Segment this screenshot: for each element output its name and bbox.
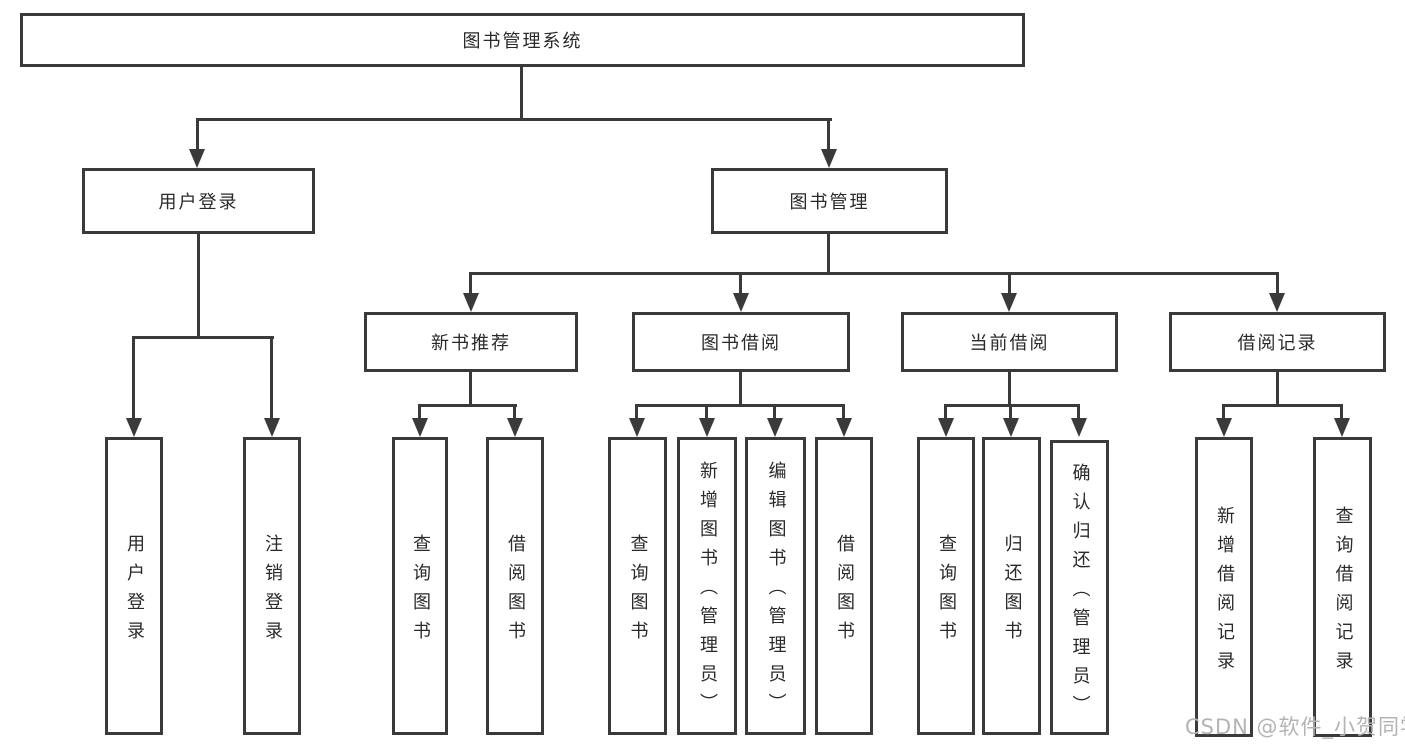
connector-drop [842,404,845,421]
connector-borrowing-branch [636,404,845,407]
connector-drop-new-books [469,272,472,295]
node-leaf-edit-books-admin: 编辑图书（管理员） [745,437,806,735]
arrowhead-icon [938,418,954,437]
connector-recommend-stub [469,372,472,407]
node-leaf-add-borrow-record: 新增借阅记录 [1195,437,1253,737]
connector-drop-current [1008,272,1011,295]
connector-current-stub [1008,372,1011,407]
arrowhead-icon [463,293,479,312]
arrowhead-icon [126,418,142,437]
arrowhead-icon [1216,418,1232,437]
connector-drop [418,404,421,421]
node-library-system: 图书管理系统 [20,13,1025,67]
connector-records-branch [1223,404,1343,407]
connector-drop [1009,404,1012,421]
connector-drop [1222,404,1225,421]
arrowhead-icon [1003,418,1019,437]
node-label: 借阅图书 [505,533,526,650]
connector-borrowing-stub [739,372,742,407]
connector-drop-logout [270,336,273,420]
arrowhead-icon [412,418,428,437]
node-label: 注销登录 [262,533,283,650]
connector-current-branch [945,404,1080,407]
connector-login-stub [197,234,200,338]
node-leaf-user-login: 用户登录 [105,437,163,735]
node-label: 归还图书 [1001,533,1023,650]
connector-drop-book-mgmt [827,118,830,152]
connector-drop-borrowing [739,272,742,295]
node-label: 新书推荐 [431,333,511,354]
connector-root-stub [520,64,523,121]
node-label: 查询图书 [936,533,957,650]
node-leaf-query-books-2: 查询图书 [608,437,667,735]
arrowhead-icon [1334,418,1350,437]
node-label: 图书管理系统 [462,31,583,52]
node-label: 确认归还（管理员） [1069,462,1091,724]
node-leaf-borrow-books-1: 借阅图书 [486,437,544,735]
arrowhead-icon [821,149,837,168]
arrowhead-icon [1071,418,1087,437]
node-label: 当前借阅 [969,333,1050,354]
connector-drop-user-login [196,118,199,152]
connector-root-branch [196,118,832,121]
node-label: 查询图书 [410,533,431,650]
connector-login-branch [133,336,274,339]
node-current-borrowing: 当前借阅 [901,312,1118,372]
node-label: 新增借阅记录 [1214,505,1235,680]
node-leaf-query-books-3: 查询图书 [917,437,975,735]
arrowhead-icon [836,418,852,437]
node-user-login-group: 用户登录 [82,168,315,234]
arrowhead-icon [507,418,523,437]
connector-mgmt-branch [470,272,1279,275]
connector-drop [513,404,516,421]
node-leaf-query-books-1: 查询图书 [392,437,448,735]
node-label: 查询借阅记录 [1332,505,1354,680]
connector-drop [1340,404,1343,421]
connector-drop-login [132,336,135,420]
node-leaf-query-borrow-record: 查询借阅记录 [1313,437,1372,737]
node-new-book-recommend: 新书推荐 [364,312,578,372]
connector-mgmt-stub [827,234,830,274]
node-label: 图书借阅 [701,333,781,354]
connector-drop-records [1276,272,1279,295]
arrowhead-icon [1269,293,1285,312]
node-leaf-return-books: 归还图书 [982,437,1041,735]
arrowhead-icon [767,418,783,437]
node-label: 编辑图书（管理员） [765,461,787,722]
connector-recommend-branch [419,404,517,407]
node-book-management: 图书管理 [711,168,948,234]
arrowhead-icon [629,418,645,437]
connector-drop [944,404,947,421]
node-label: 借阅图书 [834,533,855,650]
node-label: 用户登录 [158,192,239,213]
node-leaf-add-books-admin: 新增图书（管理员） [677,437,737,735]
node-label: 新增图书（管理员） [697,461,718,722]
arrowhead-icon [264,418,280,437]
node-label: 图书管理 [789,192,870,213]
node-label: 查询图书 [627,533,649,650]
csdn-watermark: CSDN @软件_小贺同学 [1185,715,1405,739]
node-book-borrowing: 图书借阅 [632,312,850,372]
node-leaf-borrow-books-2: 借阅图书 [815,437,873,735]
node-borrowing-records: 借阅记录 [1169,312,1386,372]
node-label: 借阅记录 [1237,333,1318,354]
node-leaf-confirm-return-admin: 确认归还（管理员） [1050,440,1109,735]
connector-drop [705,404,708,421]
connector-drop [635,404,638,421]
node-leaf-logout: 注销登录 [243,437,301,735]
node-label: 用户登录 [124,533,145,650]
connector-records-stub [1276,372,1279,407]
arrowhead-icon [1001,293,1017,312]
arrowhead-icon [699,418,715,437]
arrowhead-icon [189,149,205,168]
connector-drop [1077,404,1080,421]
arrowhead-icon [733,293,749,312]
connector-drop [773,404,776,421]
